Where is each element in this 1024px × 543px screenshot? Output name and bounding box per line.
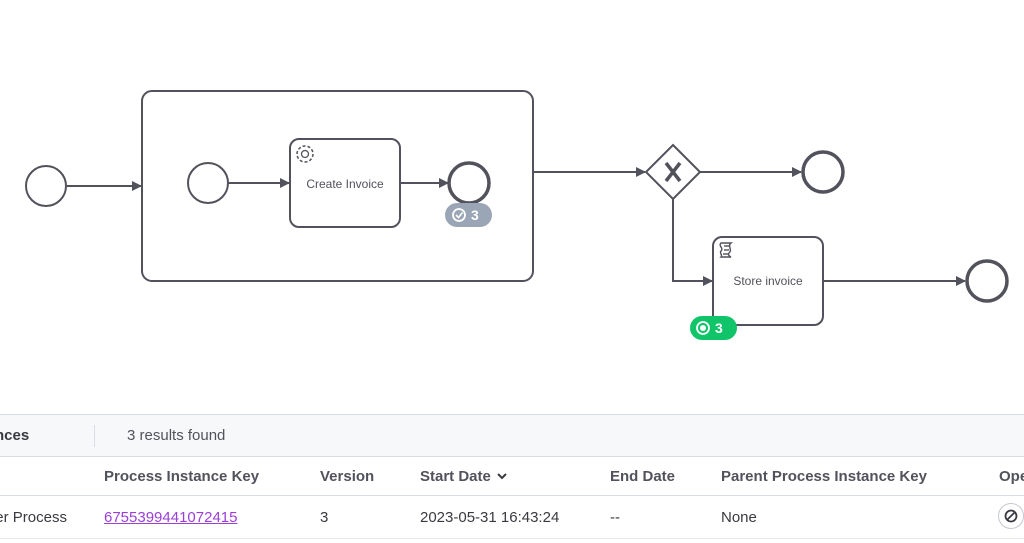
operations-header-clip: Operations [999, 457, 1024, 495]
sequence-flow[interactable] [672, 199, 713, 286]
column-header-parent-key[interactable]: Parent Process Instance Key [721, 468, 927, 485]
subprocess-start-event[interactable] [187, 162, 229, 204]
task-create-invoice-label: Create Invoice [306, 177, 384, 191]
cancel-icon [1004, 509, 1018, 523]
name-cell-clip: Order Process [0, 496, 90, 538]
task-store-invoice[interactable]: Store invoice [712, 236, 824, 326]
completed-instances-badge[interactable]: 3 [445, 203, 492, 227]
column-header-end-date[interactable]: End Date [610, 468, 676, 485]
subprocess[interactable] [141, 90, 534, 282]
cell-instance-key-link[interactable]: 6755399441072415 [104, 509, 238, 526]
script-task-icon [719, 242, 734, 258]
table-row[interactable]: Order Process 6755399441072415 3 2023-05… [0, 496, 1024, 539]
column-header-operations: Operations [999, 468, 1024, 485]
bpmn-diagram-canvas[interactable]: Create Invoice 3 [0, 0, 1024, 414]
instances-panel: Instances 3 results found Process Instan… [0, 414, 1024, 543]
panel-title-clip: Instances [0, 415, 94, 456]
active-instances-badge[interactable]: 3 [690, 316, 737, 340]
cell-parent-key: None [721, 509, 757, 526]
check-circle-icon [452, 208, 466, 222]
active-dot-icon [696, 321, 710, 335]
cancel-instance-button[interactable] [998, 503, 1024, 529]
sort-descending-icon [497, 473, 507, 480]
cell-end-date: -- [610, 509, 620, 526]
start-event[interactable] [25, 165, 67, 207]
task-create-invoice[interactable]: Create Invoice [289, 138, 401, 228]
completed-count: 3 [471, 207, 479, 223]
panel-divider [94, 425, 95, 447]
exclusive-gateway[interactable] [644, 143, 702, 201]
column-header-key[interactable]: Process Instance Key [104, 468, 260, 485]
end-event[interactable] [801, 150, 845, 194]
cell-start-date: 2023-05-31 16:43:24 [420, 509, 560, 526]
active-count: 3 [715, 320, 723, 336]
panel-title: Instances [0, 427, 30, 444]
task-store-invoice-label: Store invoice [733, 274, 803, 288]
service-task-gear-icon [296, 145, 314, 163]
subprocess-end-event[interactable] [447, 161, 491, 205]
end-event-store[interactable] [965, 259, 1009, 303]
table-header-row: Process Instance Key Version Start Date … [0, 457, 1024, 496]
cell-process-name: Order Process [0, 509, 67, 526]
column-header-start-date[interactable]: Start Date [420, 468, 507, 485]
cell-version: 3 [320, 509, 329, 526]
results-count: 3 results found [127, 427, 226, 444]
column-header-start-date-label: Start Date [420, 468, 491, 485]
instances-panel-header: Instances 3 results found [0, 415, 1024, 457]
bpmn-diagram: Create Invoice 3 [25, 90, 1009, 340]
column-header-version[interactable]: Version [320, 468, 375, 485]
x-icon [664, 161, 682, 183]
